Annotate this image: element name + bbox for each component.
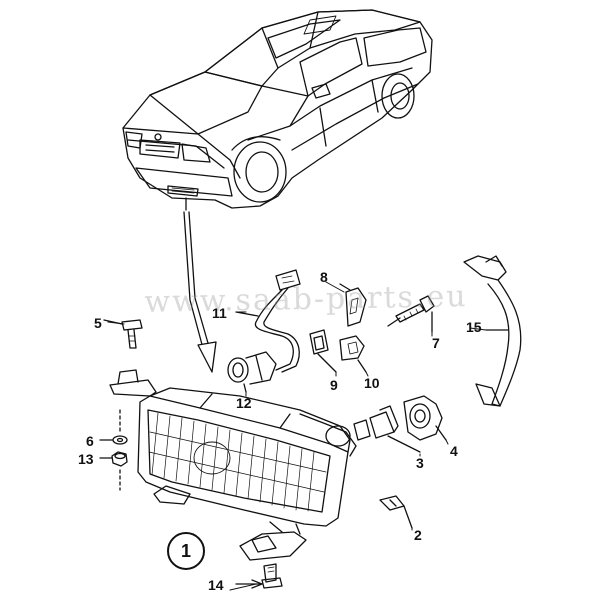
location-arrow: [183, 197, 217, 373]
adjusting-screw: [387, 295, 435, 333]
callout-6: 6: [86, 433, 94, 449]
callout-10: 10: [364, 375, 380, 391]
retaining-clip: [379, 495, 413, 529]
adjuster-bracket: [339, 283, 367, 327]
bulb-holder: [403, 395, 447, 441]
mounting-strap: [463, 255, 522, 407]
callout-3: 3: [416, 455, 424, 471]
bulb-socket: [227, 351, 277, 393]
fog-lamp-housing: [109, 369, 357, 561]
adjuster-nut: [339, 335, 367, 373]
callout-14: 14: [208, 577, 224, 593]
callout-7: 7: [432, 335, 440, 351]
fixing-bolt: [235, 563, 283, 589]
car-illustration: [122, 9, 433, 209]
wiring-connector: [309, 329, 337, 373]
callout-12: 12: [236, 395, 252, 411]
washer-and-nut: [99, 409, 128, 491]
halogen-bulb: [353, 405, 421, 453]
wiring-harness: [235, 269, 301, 373]
callout-4: 4: [450, 443, 458, 459]
callout-8: 8: [320, 269, 328, 285]
main-assembly-number: 1: [167, 532, 205, 570]
callout-13: 13: [78, 451, 94, 467]
callout-11: 11: [212, 305, 227, 321]
callout-leaders: [99, 281, 487, 591]
callout-2: 2: [414, 527, 422, 543]
callout-9: 9: [330, 377, 338, 393]
callout-15: 15: [466, 319, 482, 335]
callout-5: 5: [94, 315, 102, 331]
